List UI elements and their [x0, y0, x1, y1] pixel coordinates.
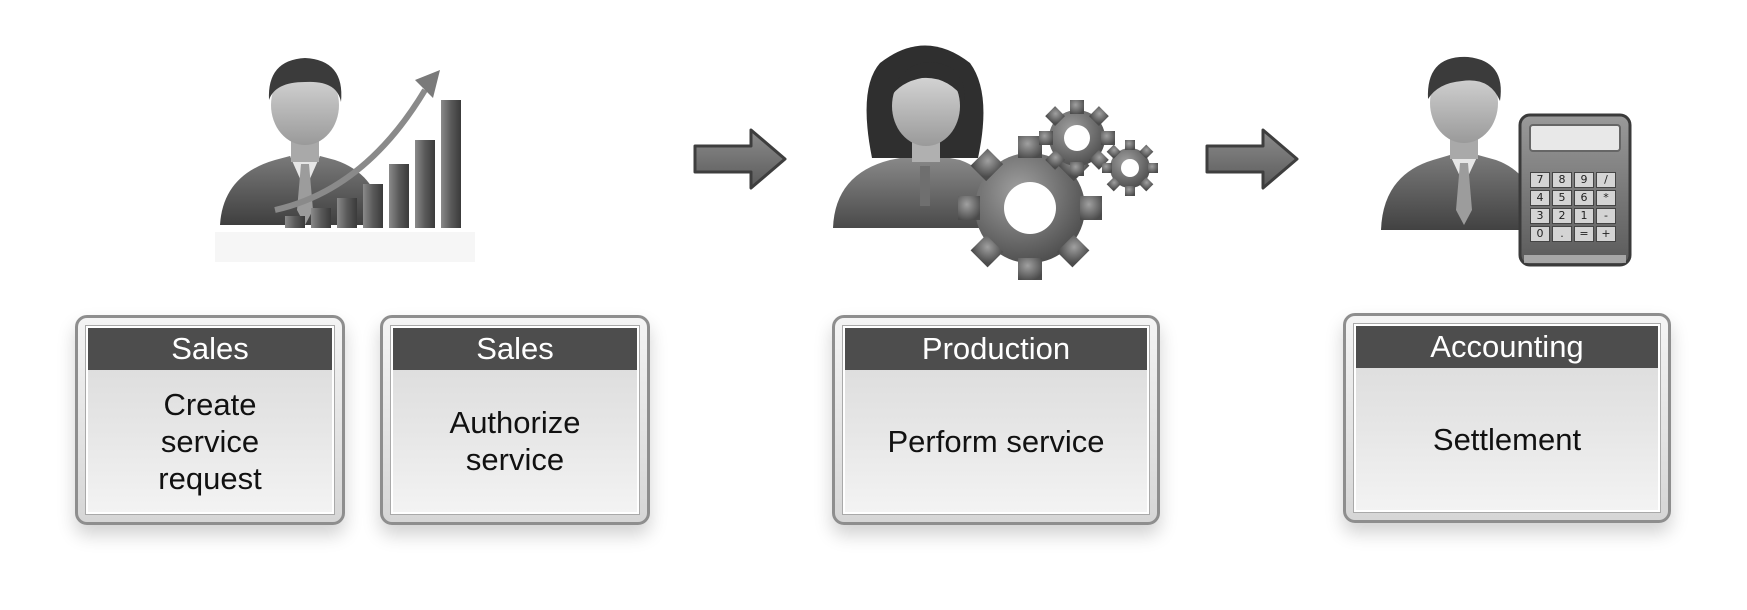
- calculator-key: /: [1596, 172, 1616, 188]
- department-label: Accounting: [1356, 326, 1658, 368]
- process-step-authorize-service: Sales Authorize service: [380, 315, 650, 525]
- calculator-key: 0: [1530, 226, 1550, 242]
- calculator-key: +: [1596, 226, 1616, 242]
- calculator-key: =: [1574, 226, 1594, 242]
- calculator-key: 2: [1552, 208, 1572, 224]
- calculator-key: .: [1552, 226, 1572, 242]
- process-step-perform-service: Production Perform service: [832, 315, 1160, 525]
- arrow-right-icon: [1205, 128, 1299, 190]
- arrow-right-icon: [693, 128, 787, 190]
- calculator-key: *: [1596, 190, 1616, 206]
- task-label: Create service request: [158, 386, 262, 496]
- person-growth-chart-icon: [215, 58, 475, 262]
- department-label: Production: [845, 328, 1147, 370]
- process-step-settlement: Accounting Settlement: [1343, 313, 1671, 523]
- calculator-key: 5: [1552, 190, 1572, 206]
- task-label: Settlement: [1432, 421, 1582, 457]
- task-label: Authorize service: [449, 405, 581, 477]
- calculator-key: 1: [1574, 208, 1594, 224]
- calculator-key: 3: [1530, 208, 1550, 224]
- calculator-key: 9: [1574, 172, 1594, 188]
- person-gears-icon: [833, 45, 1158, 280]
- department-label: Sales: [393, 328, 637, 370]
- calculator-key: 7: [1530, 172, 1550, 188]
- department-label: Sales: [88, 328, 332, 370]
- process-step-create-service-request: Sales Create service request: [75, 315, 345, 525]
- calculator-key: 4: [1530, 190, 1550, 206]
- task-label: Perform service: [887, 423, 1105, 459]
- calculator-key: -: [1596, 208, 1616, 224]
- calculator-key: 6: [1574, 190, 1594, 206]
- calculator-key: 8: [1552, 172, 1572, 188]
